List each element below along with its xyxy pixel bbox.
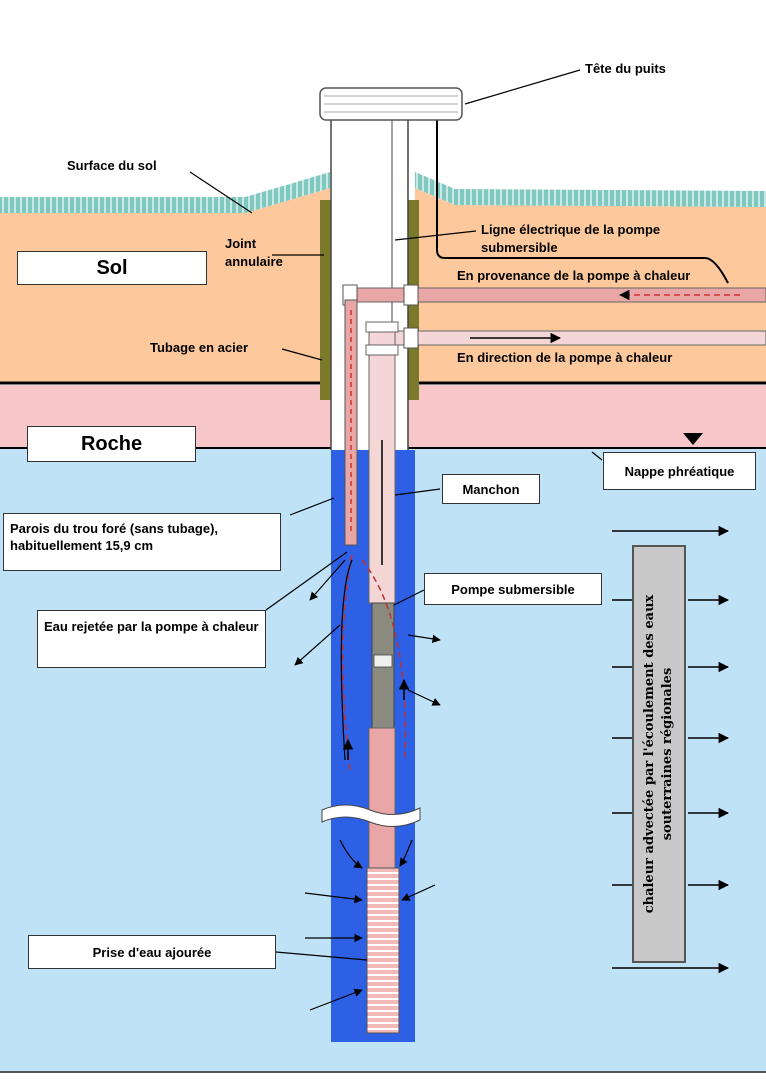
- label-rejected-water: Eau rejetée par la pompe à chaleur: [37, 610, 266, 668]
- label-screened-intake: Prise d'eau ajourée: [28, 935, 276, 969]
- label-soil: Sol: [17, 251, 207, 285]
- soil-layer: [0, 188, 330, 383]
- label-submersible-pump: Pompe submersible: [424, 573, 602, 605]
- steel-casing-left: [320, 200, 331, 400]
- label-to-heat-pump: En direction de la pompe à chaleur: [457, 350, 673, 365]
- label-ground-surface: Surface du sol: [67, 158, 157, 173]
- label-steel-casing: Tubage en acier: [150, 340, 249, 355]
- label-annular-seal-2: annulaire: [225, 254, 283, 269]
- label-annular-seal-1: Joint: [225, 236, 257, 251]
- label-regional-advection: chaleur advectée par l'écoulement des ea…: [632, 545, 686, 963]
- label-power-line-2: submersible: [481, 240, 558, 255]
- ground-grass-right: [415, 172, 766, 207]
- pump-column: [368, 727, 396, 869]
- label-regional-advection-text: chaleur advectée par l'écoulement des ea…: [642, 594, 675, 914]
- ground-grass: [0, 172, 330, 213]
- label-water-table: Nappe phréatique: [603, 452, 756, 490]
- label-borehole-walls: Parois du trou foré (sans tubage), habit…: [3, 513, 281, 571]
- label-from-heat-pump: En provenance de la pompe à chaleur: [457, 268, 691, 283]
- water-table-marker: [683, 433, 703, 445]
- pipe-to-heat-pump: [394, 330, 766, 346]
- label-power-line-1: Ligne électrique de la pompe: [481, 222, 661, 237]
- screened-intake-pipe: [366, 867, 400, 1034]
- label-sleeve: Manchon: [442, 474, 540, 504]
- break-symbol: [321, 804, 421, 827]
- label-rock: Roche: [27, 426, 196, 462]
- label-well-head: Tête du puits: [585, 61, 666, 76]
